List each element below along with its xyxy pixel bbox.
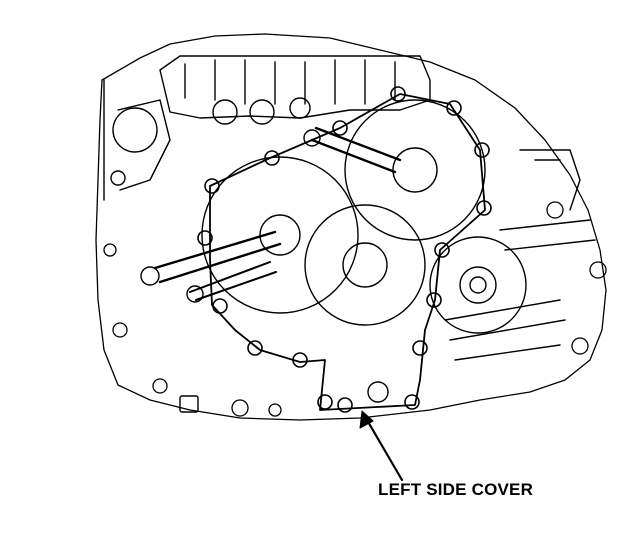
gear-right-lower <box>429 236 527 334</box>
valve-ring <box>289 97 311 119</box>
gear-right-lower-core <box>469 276 487 294</box>
gear-left-large <box>201 156 359 314</box>
valve-body <box>159 55 431 119</box>
valve-ring <box>212 99 238 125</box>
left-housing <box>103 79 171 201</box>
gear-left-large-hub <box>259 214 301 256</box>
gear-upper-right-hub <box>392 147 438 193</box>
gear-center-hub <box>342 242 388 288</box>
case-bolts <box>103 201 607 417</box>
pipe-left <box>153 230 282 284</box>
lower-ribs <box>444 219 596 361</box>
gear-right-lower-hub <box>459 266 497 304</box>
pipe-fitting <box>303 129 321 147</box>
drain-plug <box>179 395 199 413</box>
gear-center <box>304 204 426 326</box>
pipe-upper <box>310 126 402 174</box>
pipe-fitting <box>140 266 160 286</box>
case-outline <box>95 33 607 421</box>
left-side-cover-label: LEFT SIDE COVER <box>378 480 534 499</box>
valve-body-details <box>184 59 396 105</box>
left-bore <box>112 107 158 153</box>
left-bolt <box>110 170 126 186</box>
valve-ring <box>249 99 275 125</box>
right-bracket <box>519 149 581 211</box>
lower-boss <box>367 381 389 403</box>
gear-upper-right <box>344 99 486 241</box>
pipe-fitting <box>186 285 204 303</box>
callout-leader <box>365 418 404 482</box>
callout-arrowhead <box>359 410 374 429</box>
cover-bolts <box>197 86 492 413</box>
pipe-lower-left <box>189 261 277 301</box>
